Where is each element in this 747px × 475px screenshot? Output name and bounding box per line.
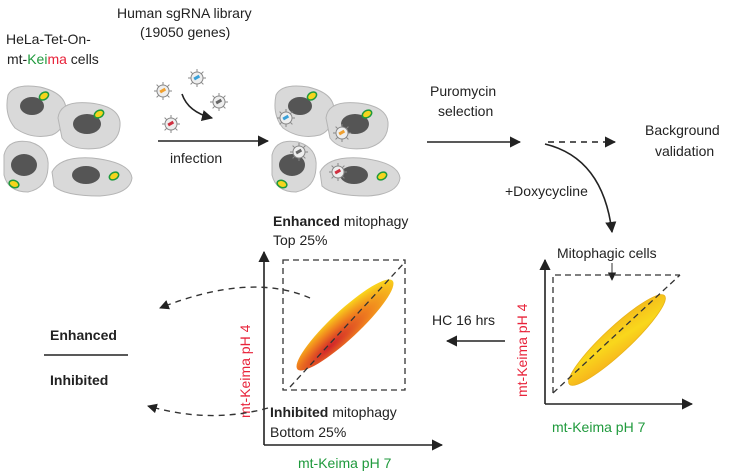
- library-title: Human sgRNA library: [117, 5, 252, 21]
- cells-infected: [271, 85, 401, 197]
- doxycycline-label: +Doxycycline: [505, 183, 588, 199]
- left-gate-box: [282, 259, 406, 391]
- infection-label: infection: [170, 150, 222, 166]
- bottom-25-label: Bottom 25%: [270, 424, 346, 440]
- puromycin-label-line2: selection: [438, 103, 493, 119]
- mitophagic-population: [568, 294, 666, 386]
- legend-enhanced: Enhanced: [50, 327, 117, 343]
- mitophagic-cells-label: Mitophagic cells: [557, 245, 657, 261]
- legend-inhibited: Inhibited: [50, 372, 108, 388]
- doxycycline-arrow: [544, 143, 617, 234]
- background-label-line1: Background: [645, 122, 720, 138]
- puromycin-label-line1: Puromycin: [430, 83, 496, 99]
- enhanced-mitophagy-title: Enhanced mitophagy: [273, 213, 408, 229]
- right-gate-box: [552, 274, 680, 393]
- cells-uninfected: [3, 85, 133, 197]
- enhanced-population: [296, 279, 394, 371]
- left-y-label: mt-Keima pH 4: [237, 324, 253, 418]
- right-facs-plot: Mitophagic cells mt-Keima pH 7 mt-Keima …: [514, 245, 694, 435]
- lentivirus-particles: [153, 68, 229, 134]
- inhibited-dashed-arrow: [147, 403, 269, 417]
- left-gate-diagonal: [289, 261, 406, 388]
- right-x-label: mt-Keima pH 7: [552, 419, 646, 435]
- right-gate-diagonal: [552, 274, 681, 394]
- hc-label: HC 16 hrs: [432, 312, 495, 328]
- library-genes: (19050 genes): [140, 24, 230, 40]
- background-label-line2: validation: [655, 143, 714, 159]
- enhanced-dashed-arrow: [159, 286, 311, 310]
- cells-line2: mt-Keima cells: [7, 51, 99, 67]
- cells-line1: HeLa-Tet-On-: [6, 31, 91, 47]
- left-x-label: mt-Keima pH 7: [298, 455, 392, 471]
- infection-curved-arrow: [181, 93, 214, 121]
- inhibited-mitophagy-title: Inhibited mitophagy: [270, 404, 397, 420]
- left-facs-plot: Enhanced mitophagy Top 25% Inhibited mit…: [237, 213, 444, 471]
- top-25-label: Top 25%: [273, 232, 327, 248]
- right-y-label: mt-Keima pH 4: [514, 303, 530, 397]
